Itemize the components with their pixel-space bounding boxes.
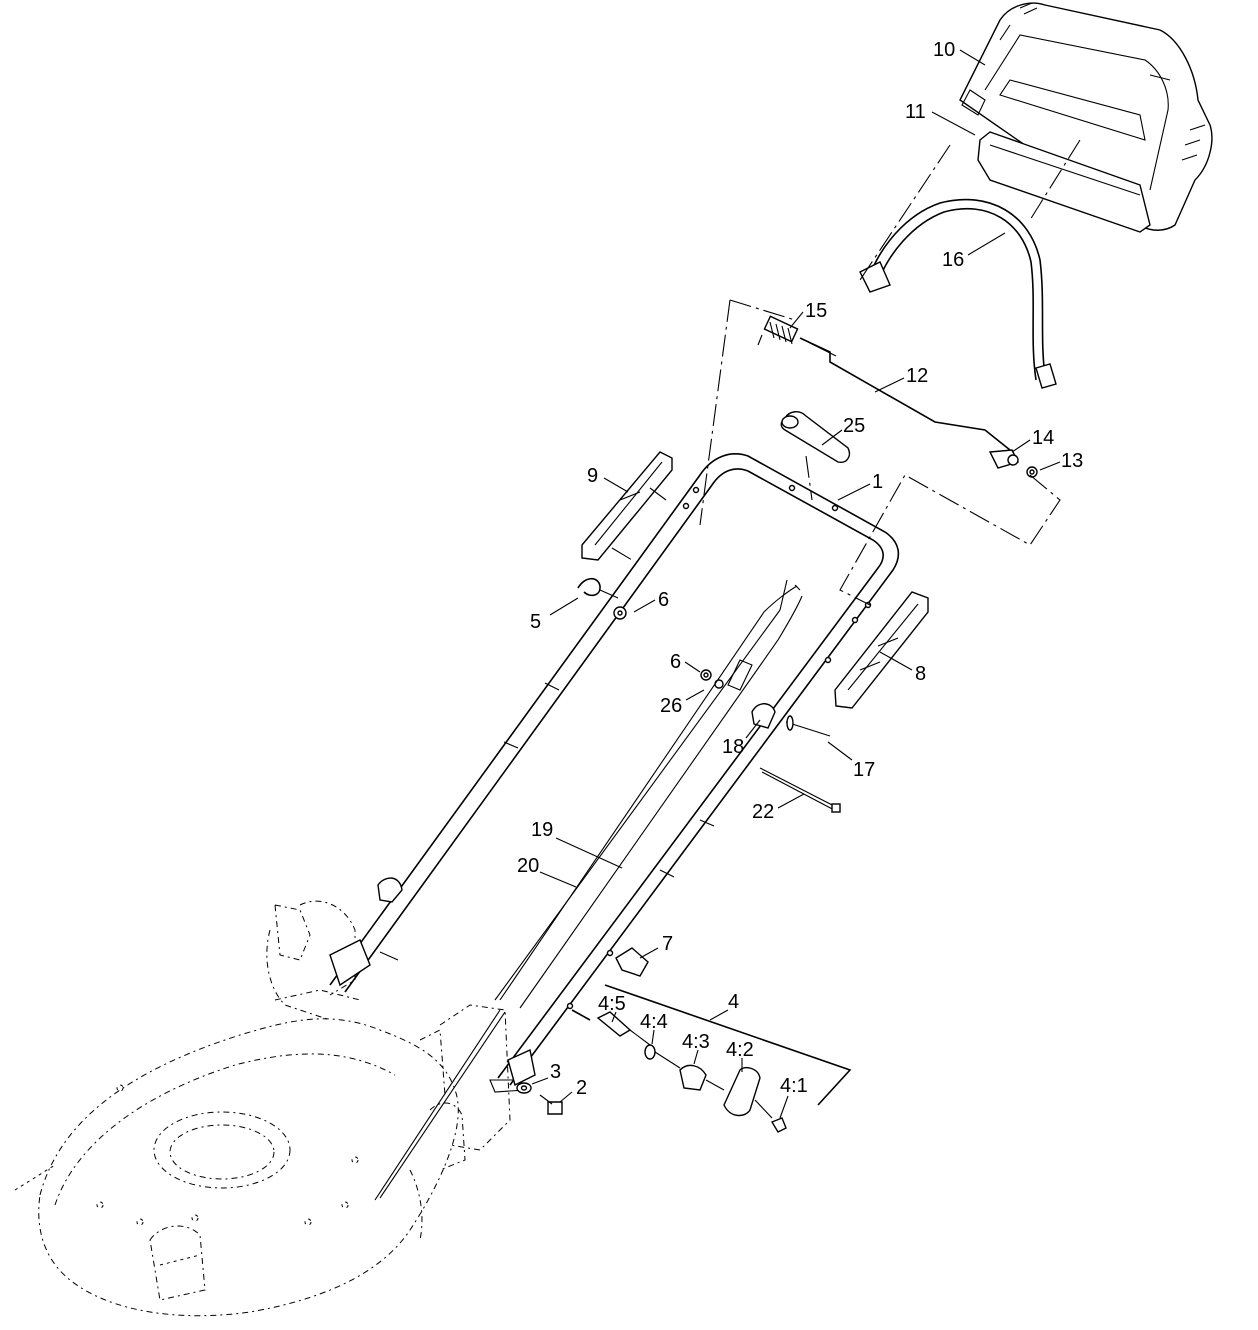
callout-9: 9 [587,465,598,487]
callout-13: 13 [1061,450,1083,472]
callout-15: 15 [805,300,827,322]
right-handle-cover [834,591,929,709]
callout-labels: 1 2 3 4 4:1 4:2 4:3 4:4 4:5 5 6 6 7 8 9 … [517,39,1083,1099]
callout-26: 26 [660,695,682,717]
callout-7: 7 [662,933,673,955]
leader-lines [531,49,1061,1119]
callout-11: 11 [905,101,926,123]
foam-grip [780,411,851,463]
cable-19 [499,584,803,1009]
upper-handle [959,2,1213,231]
callout-18: 18 [722,736,744,758]
callout-8: 8 [915,663,926,685]
main-handle [329,453,900,1087]
left-handle-cover [581,451,673,561]
operator-bail [859,198,1057,389]
bushing [988,449,1019,469]
callout-10: 10 [933,39,955,61]
knob [615,947,649,977]
torsion-spring [757,315,799,346]
callout-22: 22 [752,801,774,823]
hairpin-clip [577,577,619,599]
bolt-2 [539,1094,563,1115]
assembly-lines [611,139,1081,606]
callout-4-2: 4:2 [726,1039,754,1061]
cable-clip [727,659,753,691]
locknut-lower [700,669,724,689]
callout-4-4: 4:4 [640,1011,668,1033]
callout-20: 20 [517,855,539,877]
callout-4-3: 4:3 [682,1031,710,1053]
callout-4-5: 4:5 [598,993,626,1015]
callout-4: 4 [728,991,739,1013]
callout-2: 2 [576,1077,587,1099]
callout-16: 16 [942,249,964,271]
callout-19: 19 [531,819,553,841]
callout-12: 12 [906,365,928,387]
cable-guide [751,703,776,729]
locknut-upper [613,606,627,620]
callout-6-upper: 6 [658,589,669,611]
rod [759,767,841,813]
callout-17: 17 [853,759,875,781]
callout-4-1: 4:1 [780,1075,808,1097]
callout-14: 14 [1032,427,1054,449]
mower-deck [14,900,526,1317]
washer-3 [516,1082,532,1094]
pivot-bolt [785,715,831,737]
callout-25: 25 [843,415,865,437]
callout-6-lower: 6 [670,651,681,673]
callout-1: 1 [872,471,883,493]
callout-3: 3 [550,1061,561,1083]
washer [1026,466,1038,478]
callout-5: 5 [530,611,541,633]
control-rod [799,337,1011,451]
handle-pad [977,131,1151,233]
height-adjust-assembly [571,984,852,1133]
